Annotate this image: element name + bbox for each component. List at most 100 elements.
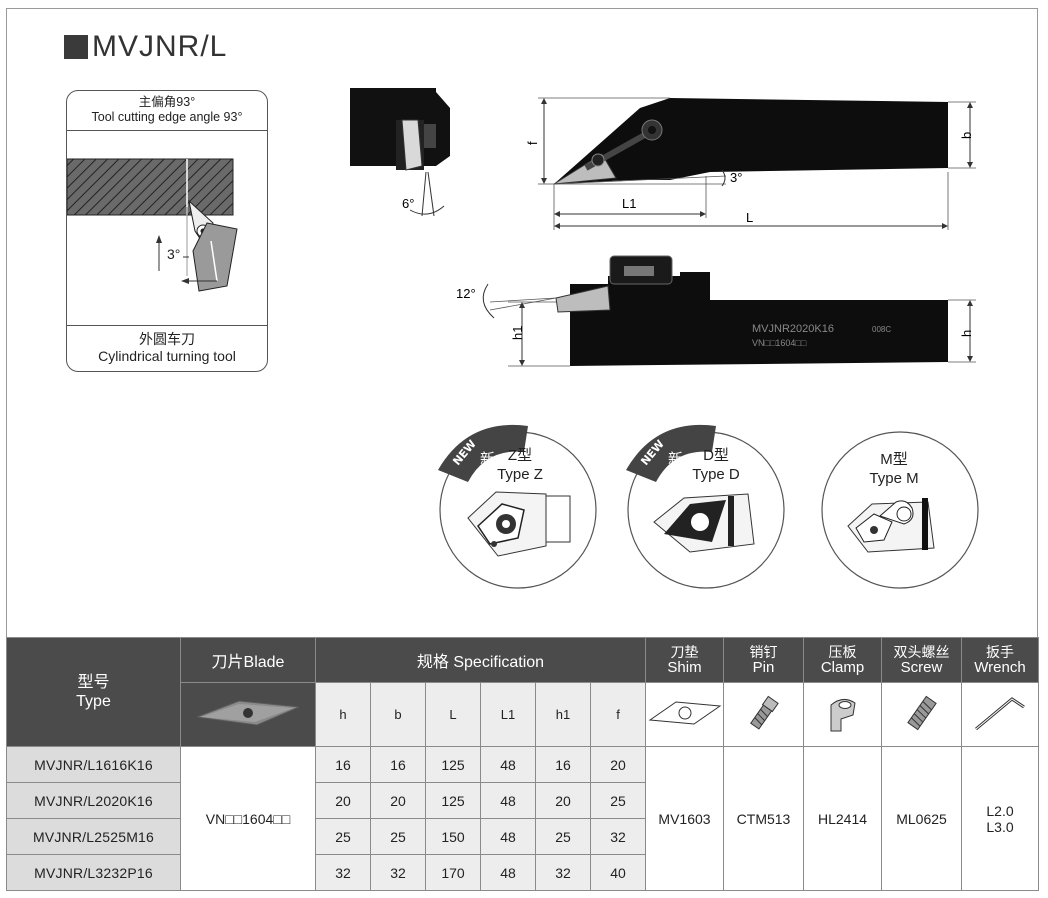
type-z-new-cn: 新 xyxy=(480,450,495,468)
type-header-en: Type xyxy=(76,693,111,710)
table-row: MVJNR/L3232P16 32 32 170 48 32 40 xyxy=(6,854,1039,891)
cell-b: 25 xyxy=(370,818,426,855)
side-view-drawing: MVJNR2020K16 VN□□1604□□ 008C 12° h1 h xyxy=(456,255,976,367)
cutting-angle-en: Tool cutting edge angle 93° xyxy=(91,110,243,124)
cell-b: 20 xyxy=(370,782,426,819)
type-z-circle: NEW 新 xyxy=(438,424,597,589)
blade-image-cell xyxy=(180,682,316,747)
cell-l1: 48 xyxy=(480,782,536,819)
screw-image-cell xyxy=(881,682,962,747)
dim-b-label: b xyxy=(959,132,974,139)
spec-col-h1: h1 xyxy=(535,682,591,747)
type-header: 型号 Type xyxy=(6,637,181,747)
type-d-cn: D型 xyxy=(703,447,729,464)
spec-header: 规格 Specification xyxy=(315,637,646,683)
cell-b: 32 xyxy=(370,854,426,891)
title-text: MVJNR/L xyxy=(92,30,228,63)
type-m-label: M型 Type M xyxy=(858,450,930,488)
type-z-cn: Z型 xyxy=(507,447,533,464)
blade-insert-icon xyxy=(196,700,300,726)
cell-h: 16 xyxy=(315,746,371,783)
cell-l1: 48 xyxy=(480,854,536,891)
screw-icon xyxy=(906,695,937,731)
cell-f: 25 xyxy=(590,782,646,819)
table-row: MVJNR/L2525M16 25 25 150 48 25 32 xyxy=(6,818,1039,855)
page-title: MVJNR/L xyxy=(64,30,227,64)
top-view-drawing: f b L1 L 3° xyxy=(525,97,976,230)
table-row: MVJNR/L2020K16 20 20 125 48 20 25 xyxy=(6,782,1039,819)
body-marking-blade: VN□□1604□□ xyxy=(752,338,807,348)
cell-l: 125 xyxy=(425,782,481,819)
cell-l1: 48 xyxy=(480,746,536,783)
blade-value: VN□□1604□□ xyxy=(180,746,316,891)
row-type: MVJNR/L2525M16 xyxy=(6,818,181,855)
blade-header: 刀片Blade xyxy=(180,637,316,683)
dim-h1-label: h1 xyxy=(510,326,525,340)
wrench-image-cell xyxy=(961,682,1039,747)
spec-col-b: b xyxy=(370,682,426,747)
clamp-value: HL2414 xyxy=(803,746,882,891)
cell-h1: 25 xyxy=(535,818,591,855)
clamp-image-cell xyxy=(803,682,882,747)
tool-drawings: 6° f b L1 L 3° xyxy=(350,88,976,367)
type-d-circle: NEW 新 xyxy=(626,424,785,589)
cell-l1: 48 xyxy=(480,818,536,855)
wrench-value-1: L2.0 xyxy=(986,802,1014,819)
cell-h1: 16 xyxy=(535,746,591,783)
cutting-angle-header: 主偏角93° Tool cutting edge angle 93° xyxy=(67,91,267,131)
dim-h-label: h xyxy=(959,330,974,337)
cell-l: 170 xyxy=(425,854,481,891)
front-angle-label: 6° xyxy=(402,196,414,211)
dim-l-label: L xyxy=(746,210,753,225)
angle-3-label: 3° xyxy=(730,170,742,185)
tool-kind-cn: 外圆车刀 xyxy=(139,331,195,347)
type-z-label: Z型 Type Z xyxy=(490,446,550,484)
cell-h: 25 xyxy=(315,818,371,855)
title-square-icon xyxy=(64,35,88,59)
body-marking: MVJNR2020K16 xyxy=(752,323,834,335)
shim-icon xyxy=(648,701,721,725)
turning-diagram: 3° xyxy=(67,158,238,292)
spec-col-l: L xyxy=(425,682,481,747)
cell-f: 20 xyxy=(590,746,646,783)
shim-image-cell xyxy=(645,682,724,747)
cell-f: 32 xyxy=(590,818,646,855)
wrench-value-2: L3.0 xyxy=(986,818,1014,835)
spec-col-l1: L1 xyxy=(480,682,536,747)
cell-h1: 32 xyxy=(535,854,591,891)
spec-col-f: f xyxy=(590,682,646,747)
cell-h: 20 xyxy=(315,782,371,819)
row-type: MVJNR/L1616K16 xyxy=(6,746,181,783)
table-subheader-row: h b L L1 h1 f xyxy=(7,682,1039,747)
angle-12-label: 12° xyxy=(456,286,476,301)
pin-icon xyxy=(749,695,779,730)
front-view-drawing: 6° xyxy=(350,88,450,217)
type-m-en: Type M xyxy=(869,470,919,487)
type-d-new-cn: 新 xyxy=(668,450,683,468)
cell-l: 125 xyxy=(425,746,481,783)
type-variants: NEW 新 NEW 新 xyxy=(438,424,979,589)
cell-h: 32 xyxy=(315,854,371,891)
body-marking-code: 008C xyxy=(872,325,891,334)
type-m-cn: M型 xyxy=(880,451,908,468)
cell-l: 150 xyxy=(425,818,481,855)
pin-value: CTM513 xyxy=(723,746,804,891)
dim-f-label: f xyxy=(525,141,540,145)
cutting-angle-card: 主偏角93° Tool cutting edge angle 93° 3° 外圆… xyxy=(66,90,268,372)
tool-kind-en: Cylindrical turning tool xyxy=(98,348,236,364)
row-type: MVJNR/L2020K16 xyxy=(6,782,181,819)
type-header-cn: 型号 xyxy=(77,674,110,691)
shim-value: MV1603 xyxy=(645,746,724,891)
diagram-angle-label: 3° xyxy=(167,246,180,262)
type-m-circle xyxy=(821,431,979,589)
type-d-label: D型 Type D xyxy=(686,446,746,484)
row-type: MVJNR/L3232P16 xyxy=(6,854,181,891)
type-z-en: Type Z xyxy=(497,466,543,483)
wrench-value: L2.0 L3.0 xyxy=(961,746,1039,891)
